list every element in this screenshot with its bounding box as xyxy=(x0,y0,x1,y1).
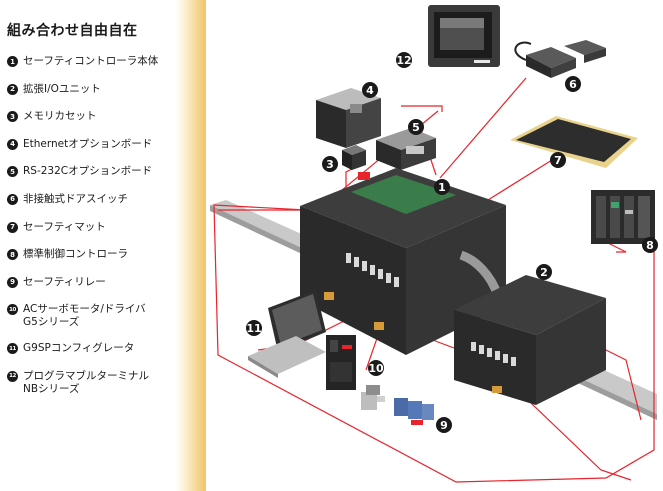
configurator-laptop xyxy=(248,290,326,378)
callout-9: 9 xyxy=(436,417,452,433)
callout-number: 11 xyxy=(246,322,261,335)
number-badge: 2 xyxy=(7,83,18,95)
callout-3: 3 xyxy=(322,156,338,172)
legend-item-label: ACサーボモータ/ドライバ G5シリーズ xyxy=(23,303,146,329)
legend-item: 6 非接触式ドアスイッチ xyxy=(7,193,176,206)
callout-8: 8 xyxy=(642,237,658,253)
door-switch xyxy=(514,40,606,78)
expansion-io-unit xyxy=(454,275,606,405)
legend-item-label: プログラマブルターミナル NBシリーズ xyxy=(23,370,149,396)
number-badge: 10 xyxy=(7,304,18,316)
callout-10: 10 xyxy=(368,360,384,376)
legend-item: 4 Ethernetオプションボード xyxy=(7,138,176,151)
number-badge: 3 xyxy=(7,111,18,123)
number-badge: 1 xyxy=(7,56,18,67)
number-badge: 12 xyxy=(7,370,18,382)
legend-item-label: 標準制御コントローラ xyxy=(23,248,128,261)
legend-item-label-line2: NBシリーズ xyxy=(23,382,80,395)
legend-item-label: Ethernetオプションボード xyxy=(23,137,153,150)
callout-number: 5 xyxy=(412,121,420,134)
callout-number: 6 xyxy=(569,78,577,91)
callout-number: 1 xyxy=(438,181,446,194)
memory-cassette xyxy=(342,145,366,170)
callout-number: 10 xyxy=(368,362,384,375)
callout-number: 7 xyxy=(554,154,562,167)
legend-item: 1 セーフティコントローラ本体 xyxy=(7,55,176,68)
legend-item: 8 標準制御コントローラ xyxy=(7,248,176,261)
legend-item-label-line1: プログラマブルターミナル xyxy=(23,369,149,382)
legend-item-label: メモリカセット xyxy=(23,110,97,123)
callout-number: 9 xyxy=(440,419,448,432)
legend-item: 9 セーフティリレー xyxy=(7,276,176,289)
callout-6: 6 xyxy=(565,76,581,92)
legend-item: 11 G9SPコンフィグレータ xyxy=(7,342,176,355)
callout-number: 12 xyxy=(396,54,411,67)
callout-12: 12 xyxy=(396,52,412,68)
safety-mat xyxy=(510,116,638,168)
callout-number: 8 xyxy=(646,239,654,252)
legend-item: 10 ACサーボモータ/ドライバ G5シリーズ xyxy=(7,303,176,329)
number-badge: 4 xyxy=(7,138,18,150)
number-badge: 7 xyxy=(7,221,18,233)
legend-item-label: セーフティコントローラ本体 xyxy=(23,55,159,67)
legend-item: 12 プログラマブルターミナル NBシリーズ xyxy=(7,370,176,396)
programmable-terminal xyxy=(428,5,500,67)
legend-list: 1 セーフティコントローラ本体 2 拡張I/Oユニット 3 メモリカセット 4 … xyxy=(7,55,176,396)
callout-number: 4 xyxy=(366,84,374,97)
number-badge: 8 xyxy=(7,249,18,261)
servo-motor xyxy=(361,385,385,410)
legend-item-label-line1: ACサーボモータ/ドライバ xyxy=(23,303,146,316)
callout-1: 1 xyxy=(434,179,450,195)
callout-number: 2 xyxy=(540,266,548,279)
number-badge: 5 xyxy=(7,166,18,178)
legend-item-label-line2: G5シリーズ xyxy=(23,316,80,329)
legend-item: 7 セーフティマット xyxy=(7,221,176,234)
number-badge: 6 xyxy=(7,193,18,205)
rs232c-option-board xyxy=(376,128,436,170)
servo-driver xyxy=(326,335,356,390)
callout-number: 3 xyxy=(326,158,334,171)
callout-7: 7 xyxy=(550,152,566,168)
system-diagram-illustration: 1 2 3 4 5 6 7 8 9 10 11 12 xyxy=(210,5,658,483)
number-badge: 11 xyxy=(7,343,18,355)
legend-panel: 組み合わせ自由自在 1 セーフティコントローラ本体 2 拡張I/Oユニット 3 … xyxy=(0,0,176,491)
legend-item-label: セーフティマット xyxy=(23,220,106,233)
legend-item-label: セーフティリレー xyxy=(23,275,106,288)
legend-item: 5 RS-232Cオプションボード xyxy=(7,165,176,178)
number-badge: 9 xyxy=(7,276,18,288)
legend-item: 2 拡張I/Oユニット xyxy=(7,83,176,96)
gold-divider-band xyxy=(176,0,206,491)
callout-4: 4 xyxy=(362,82,378,98)
safety-relays xyxy=(394,398,434,425)
legend-item-label: RS-232Cオプションボード xyxy=(23,165,153,178)
system-diagram: 1 2 3 4 5 6 7 8 9 10 11 12 xyxy=(206,0,663,491)
callout-2: 2 xyxy=(536,264,552,280)
legend-title: 組み合わせ自由自在 xyxy=(7,23,138,39)
legend-item-label: G9SPコンフィグレータ xyxy=(23,342,135,355)
callout-5: 5 xyxy=(408,119,424,135)
legend-item: 3 メモリカセット xyxy=(7,110,176,123)
callout-11: 11 xyxy=(246,320,262,336)
standard-controller xyxy=(591,190,655,244)
legend-item-label: 拡張I/Oユニット xyxy=(23,82,101,95)
legend-item-label: 非接触式ドアスイッチ xyxy=(23,192,128,205)
